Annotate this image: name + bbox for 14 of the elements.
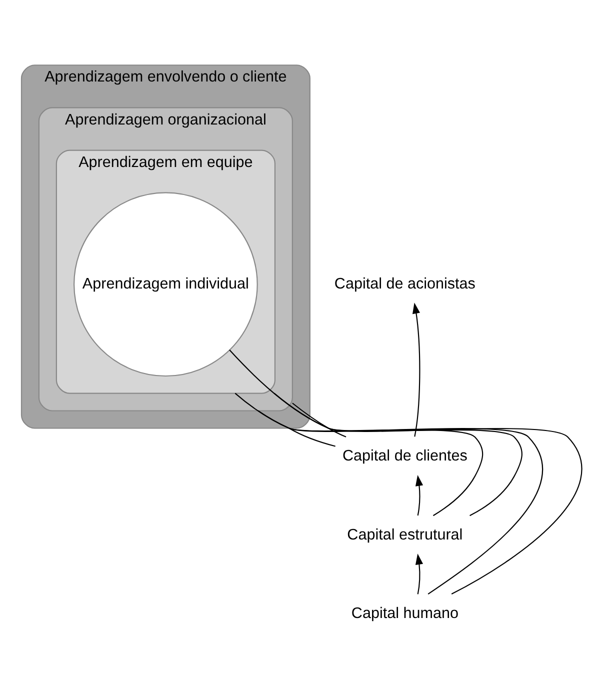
connector (288, 427, 336, 446)
arrow (415, 474, 424, 516)
node-text: Capital de clientes (342, 447, 468, 464)
connector (229, 349, 582, 594)
arrow (415, 553, 424, 594)
connector (274, 392, 522, 516)
node-text: Capital humano (351, 604, 458, 622)
arrow (412, 302, 420, 436)
connector (258, 410, 484, 516)
node-circle: Aprendizagem individual (74, 192, 258, 376)
node-text: Capital de acionistas (334, 274, 476, 292)
node-text: Capital estrutural (347, 526, 463, 543)
connector (292, 402, 346, 437)
connector (234, 392, 543, 594)
